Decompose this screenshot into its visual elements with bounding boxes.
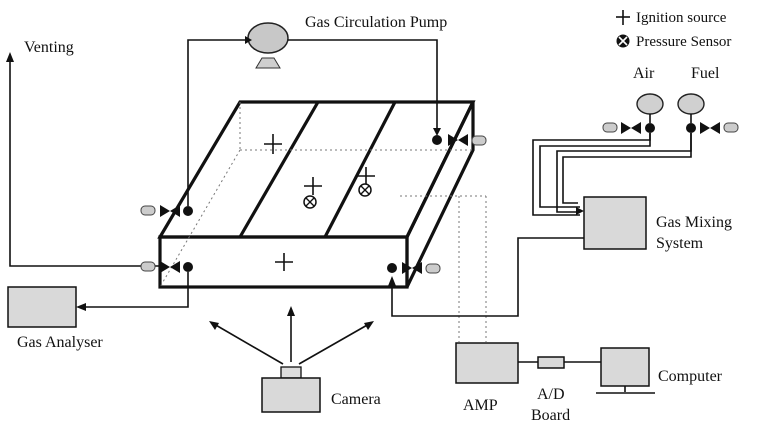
camera-lens bbox=[280, 366, 302, 379]
ad-board-box bbox=[537, 356, 565, 369]
partition-1 bbox=[238, 101, 320, 238]
gas-circulation-pump bbox=[247, 22, 289, 69]
pressure-sensor-icon bbox=[303, 195, 317, 209]
gas-analyser-box bbox=[7, 286, 77, 328]
ignition-source-icon bbox=[616, 10, 630, 25]
computer-monitor bbox=[600, 347, 650, 387]
chamber-top-face bbox=[157, 100, 476, 239]
venting-label: Venting bbox=[24, 39, 74, 56]
pressure-sensor-icon bbox=[616, 34, 630, 48]
air-label: Air bbox=[633, 65, 655, 82]
ignition-source-icon bbox=[357, 167, 375, 185]
camera-label: Camera bbox=[331, 391, 381, 408]
ignition-source-icon bbox=[304, 177, 322, 195]
air-supply bbox=[602, 93, 664, 134]
fuel-cylinder-icon bbox=[677, 93, 705, 115]
legend-pressure-sensor-label: Pressure Sensor bbox=[636, 34, 731, 50]
venting-arrow bbox=[6, 52, 14, 62]
ignition-source-icon bbox=[275, 253, 293, 271]
chamber-ports bbox=[140, 134, 487, 274]
gas-mixing-label-line1: Gas Mixing bbox=[656, 214, 732, 231]
gas-mixing-label-line2: System bbox=[656, 235, 704, 252]
camera bbox=[209, 306, 374, 413]
pump-base bbox=[255, 57, 281, 69]
gas-circulation-pump-label: Gas Circulation Pump bbox=[305, 14, 447, 31]
mixer-to-chamber-line bbox=[391, 237, 584, 317]
gas-mixing-system-box bbox=[583, 196, 647, 250]
amp-box bbox=[455, 342, 519, 384]
pump-icon bbox=[247, 22, 289, 54]
gas-analyser-label: Gas Analyser bbox=[17, 334, 103, 351]
legend-ignition-source-label: Ignition source bbox=[636, 10, 727, 26]
air-cylinder-icon bbox=[636, 93, 664, 115]
gas-analyser-line bbox=[80, 272, 189, 308]
venting-line bbox=[9, 58, 160, 267]
amp-label: AMP bbox=[463, 397, 498, 414]
pump-inlet-line bbox=[187, 39, 248, 206]
fuel-label: Fuel bbox=[691, 65, 720, 82]
combustion-chamber bbox=[157, 100, 476, 289]
partition-2 bbox=[323, 101, 397, 238]
fuel-to-mixer-line bbox=[562, 133, 692, 204]
fuel-supply bbox=[677, 93, 739, 134]
computer-label: Computer bbox=[658, 368, 723, 385]
chamber-pressure-sensors bbox=[303, 183, 372, 209]
camera-icon bbox=[261, 377, 321, 413]
ad-board-label-line1: A/D bbox=[537, 386, 565, 403]
pressure-sensor-icon bbox=[358, 183, 372, 197]
ignition-source-icon bbox=[264, 134, 282, 154]
chamber-ignition-sources bbox=[264, 134, 375, 271]
computer bbox=[596, 347, 655, 394]
legend: Ignition source Pressure Sensor bbox=[616, 10, 731, 50]
ad-board-label-line2: Board bbox=[531, 407, 570, 424]
